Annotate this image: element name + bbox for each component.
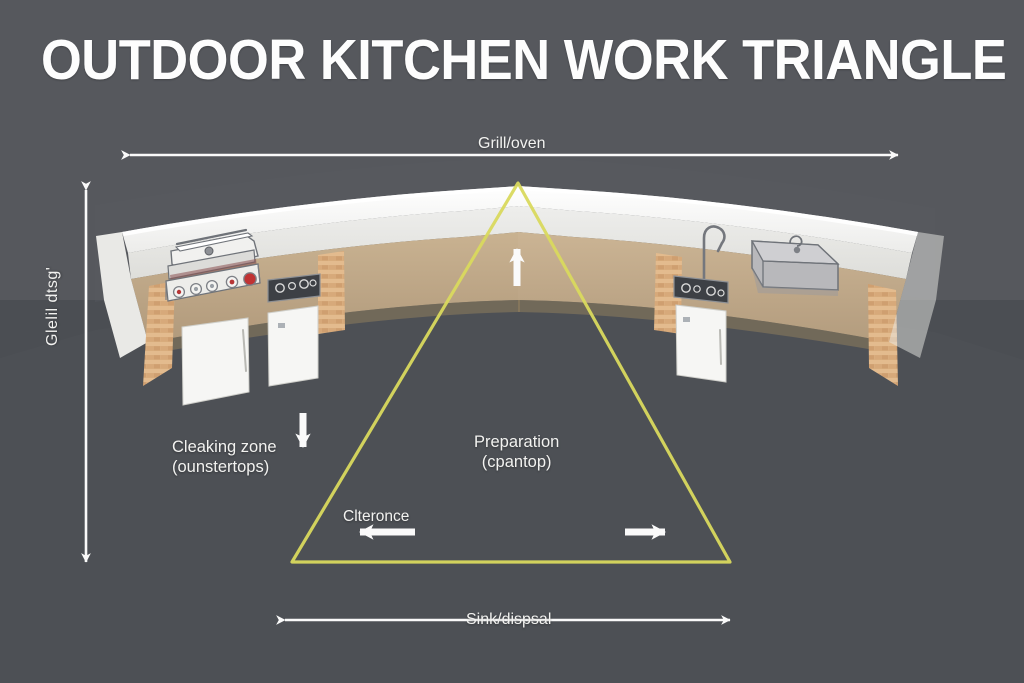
work-triangle: [290, 181, 732, 564]
dimension-arrows: [81, 150, 899, 625]
label-cleaning-zone: Cleaking zone (ounstertops): [172, 437, 277, 477]
brick-columns: [143, 251, 898, 386]
label-bottom-dimension: Sink/dispsal: [466, 611, 552, 628]
label-left-dimension: Glelil dtsg': [44, 266, 61, 346]
cabinet-label-right: [683, 317, 690, 322]
page-title: OUTDOOR KITCHEN WORK TRIANGLE: [40, 28, 1007, 92]
cabinet-label-left-b: [278, 323, 285, 328]
label-top-dimension: Grill/oven: [478, 135, 546, 152]
floor-near: [0, 286, 1024, 683]
cabinet-door-left-a: [181, 317, 250, 406]
cabinet-doors-left: [181, 305, 319, 406]
grill-appliance: [165, 228, 261, 302]
flow-arrows: [295, 248, 666, 540]
end-panel-right: [889, 232, 944, 358]
label-clearance: Clteronce: [343, 508, 410, 525]
cabinet-base-shade-right: [518, 300, 889, 352]
countertop-right-top: [518, 186, 918, 253]
countertop-left-top: [122, 186, 520, 253]
brick-column-left-inner: [318, 251, 345, 334]
brick-column-right-inner: [654, 253, 682, 334]
label-cleaning-zone-main: Cleaking zone: [172, 438, 277, 456]
cabinet-handle-left-a: [242, 329, 247, 372]
cabinet-handle-right: [719, 329, 722, 365]
label-preparation: Preparation (cpantop): [474, 432, 559, 472]
brick-column-left-outer: [143, 281, 175, 386]
label-cleaning-zone-sub: (ounstertops): [172, 458, 270, 476]
cabinet-door-right: [675, 304, 727, 383]
grill-control-panel: [267, 273, 321, 303]
cabinet-door-left-b: [267, 305, 319, 387]
end-panel-left: [96, 232, 148, 358]
brick-column-right-outer: [868, 284, 898, 386]
countertop-right-edge: [518, 186, 918, 236]
cabinet-doors-right: [675, 304, 727, 383]
sink-basin: [750, 235, 840, 296]
sink-control-panel: [673, 275, 729, 304]
label-preparation-main: Preparation: [474, 433, 560, 451]
label-preparation-sub: (cpantop): [481, 453, 552, 471]
countertop-left-edge: [122, 186, 520, 236]
